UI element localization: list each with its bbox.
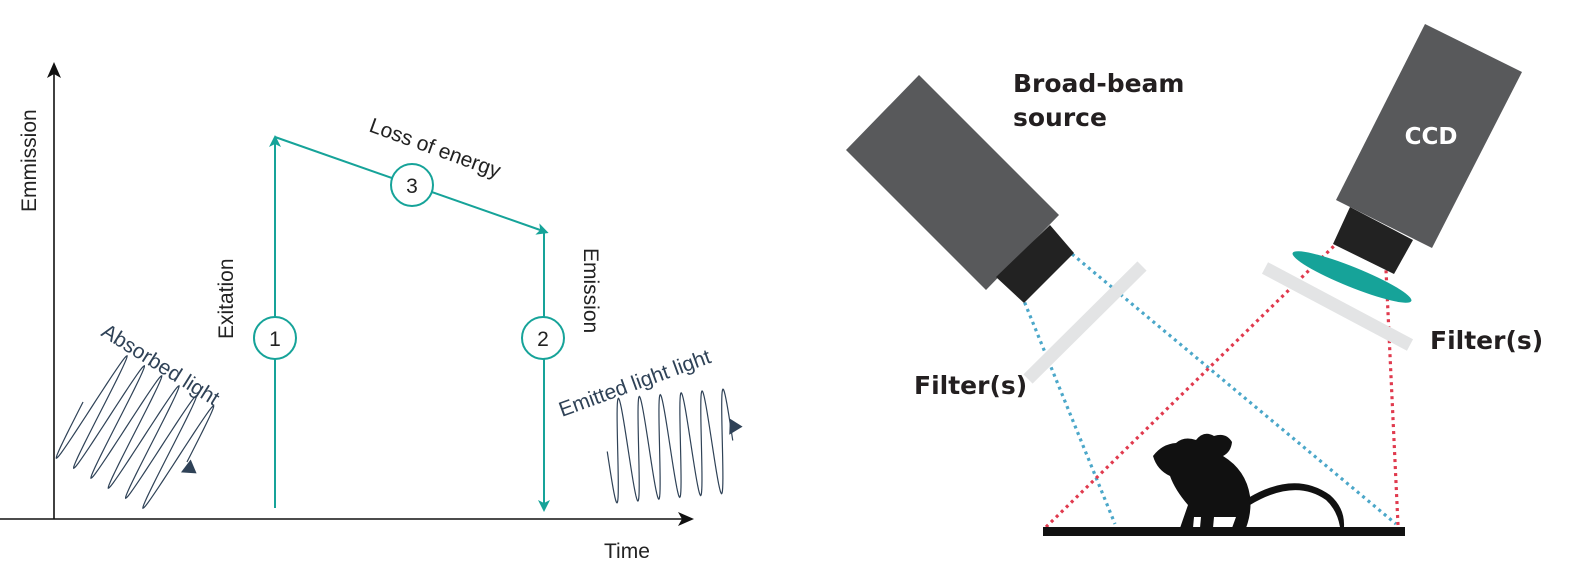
x-axis-label: Time	[604, 540, 650, 563]
emitted-light-wave	[606, 388, 743, 504]
imaging-setup: CCD Broad-beam source Filter(s) Filter(s…	[846, 24, 1543, 536]
camera-filter	[1261, 262, 1414, 351]
absorbed-light-label: Absorbed light	[97, 320, 223, 411]
emission-beams	[1044, 241, 1400, 529]
emitted-light-arrowhead	[729, 418, 743, 435]
camera-body	[1336, 24, 1522, 248]
energy-loss-label: Loss of energy	[366, 114, 504, 183]
step-1-number: 1	[269, 328, 281, 351]
step-2-number: 2	[537, 328, 549, 351]
energy-diagram: Emmission Time 1 2 3 Exitation Emission …	[0, 62, 743, 563]
source-label-line2: source	[1013, 103, 1107, 132]
excitation-label: Exitation	[215, 258, 238, 339]
filter-left-label: Filter(s)	[914, 371, 1027, 400]
step-2-marker: 2	[521, 316, 565, 360]
y-axis-label: Emmission	[18, 109, 41, 212]
absorbed-light-wave	[55, 354, 215, 510]
step-3-marker: 3	[390, 163, 434, 207]
source-filter	[1023, 261, 1147, 384]
source-lens	[996, 225, 1074, 303]
imaging-stage	[1043, 527, 1405, 536]
source-label-line1: Broad-beam	[1013, 69, 1184, 98]
source-body	[846, 75, 1059, 290]
absorbed-light-arrowhead	[180, 459, 197, 474]
step-3-number: 3	[406, 175, 418, 198]
mouse-silhouette	[1153, 433, 1345, 528]
broad-beam-source	[846, 75, 1074, 303]
filter-right-label: Filter(s)	[1430, 326, 1543, 355]
camera-objective	[1292, 251, 1412, 303]
ccd-camera: CCD	[1292, 24, 1522, 303]
excitation-beams	[1020, 252, 1398, 526]
camera-lens	[1333, 207, 1413, 274]
camera-label: CCD	[1405, 124, 1458, 150]
emitted-light-label: Emitted light light	[556, 345, 714, 421]
step-1-marker: 1	[253, 316, 297, 360]
emission-label: Emission	[579, 248, 602, 333]
